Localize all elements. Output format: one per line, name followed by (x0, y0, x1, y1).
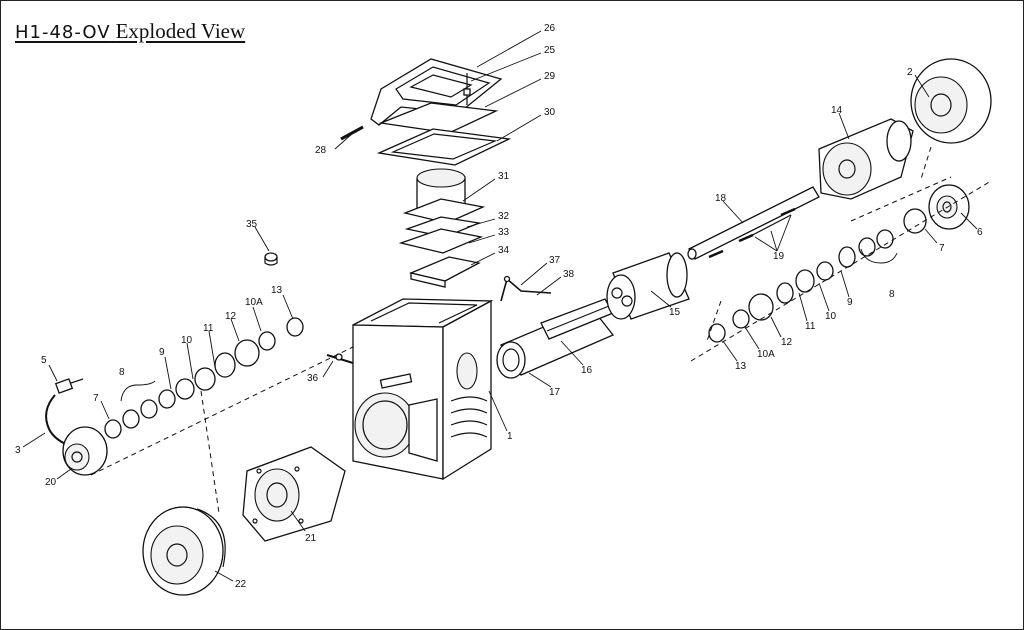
callout-5: 5 (41, 355, 47, 366)
part-25-stud (463, 73, 471, 105)
title-text: Exploded View (115, 19, 246, 43)
part-28-pin (340, 125, 364, 141)
callout-labels: 26 25 29 30 28 31 32 33 34 35 37 38 36 1… (15, 23, 983, 590)
part-15-cylinder (606, 252, 690, 320)
callout-1: 1 (507, 431, 513, 442)
callout-12-left: 12 (225, 311, 237, 322)
part-36-valve (326, 353, 354, 364)
part-7-cap-right (903, 208, 927, 234)
callout-9-left: 9 (159, 347, 165, 358)
part-2-pulley-right (910, 58, 992, 144)
callout-6: 6 (977, 227, 983, 238)
part-19-keys (708, 207, 796, 259)
leader-lines (22, 30, 978, 582)
part-22-pulley-left (142, 506, 226, 596)
callout-19: 19 (773, 251, 785, 262)
callout-10A-left: 10A (245, 297, 263, 308)
callout-15: 15 (669, 307, 681, 318)
part-35-bushing (264, 252, 278, 266)
left-bearing-stack (104, 317, 304, 439)
callout-7-right: 7 (939, 243, 945, 254)
callout-9-right: 9 (847, 297, 853, 308)
callout-36: 36 (307, 373, 319, 384)
callout-11-left: 11 (203, 323, 214, 334)
callout-10-right: 10 (825, 311, 837, 322)
callout-26: 26 (544, 23, 556, 34)
part-20-hub (62, 426, 108, 476)
callout-14: 14 (831, 105, 843, 116)
part-32-33-gaskets (398, 216, 484, 254)
part-18-shaft (687, 186, 820, 260)
callout-29: 29 (544, 71, 556, 82)
callout-10-left: 10 (181, 335, 193, 346)
callout-35: 35 (246, 219, 258, 230)
callout-20: 20 (45, 477, 57, 488)
callout-37: 37 (549, 255, 561, 266)
callout-38: 38 (563, 269, 575, 280)
callout-13-right: 13 (735, 361, 747, 372)
callout-8-left: 8 (119, 367, 125, 378)
title-code: H1-48-OV (15, 22, 111, 43)
callout-31: 31 (498, 171, 510, 182)
callout-30: 30 (544, 107, 556, 118)
part-37-38-rod (500, 275, 552, 302)
callout-10A-right: 10A (757, 349, 775, 360)
callout-2: 2 (907, 67, 913, 78)
callout-7-left: 7 (93, 393, 99, 404)
callout-17: 17 (549, 387, 561, 398)
part-30-gasket (376, 128, 512, 166)
callout-11-right: 11 (805, 321, 816, 332)
callout-16: 16 (581, 365, 593, 376)
callout-13-left: 13 (271, 285, 283, 296)
callout-34: 34 (498, 245, 510, 256)
part-5-fitting (54, 378, 84, 394)
callout-25: 25 (544, 45, 556, 56)
diagram-title: H1-48-OV Exploded View (15, 19, 245, 44)
callout-33: 33 (498, 227, 510, 238)
callout-21: 21 (305, 533, 317, 544)
part-14-cover (818, 118, 914, 200)
part-34-base-plate (408, 256, 481, 288)
callout-3: 3 (15, 445, 21, 456)
callout-22: 22 (235, 579, 247, 590)
callout-28: 28 (315, 145, 327, 156)
callout-18: 18 (715, 193, 727, 204)
part-21-pump-flange (242, 446, 346, 542)
part-31-motor (402, 168, 486, 224)
part-29-plate (378, 102, 499, 134)
callout-8-right: 8 (889, 289, 895, 300)
callout-12-right: 12 (781, 337, 793, 348)
right-bearing-stack (708, 229, 894, 343)
part-1-housing (352, 298, 494, 481)
callout-32: 32 (498, 211, 510, 222)
part-6-bearing-flange (928, 184, 970, 230)
